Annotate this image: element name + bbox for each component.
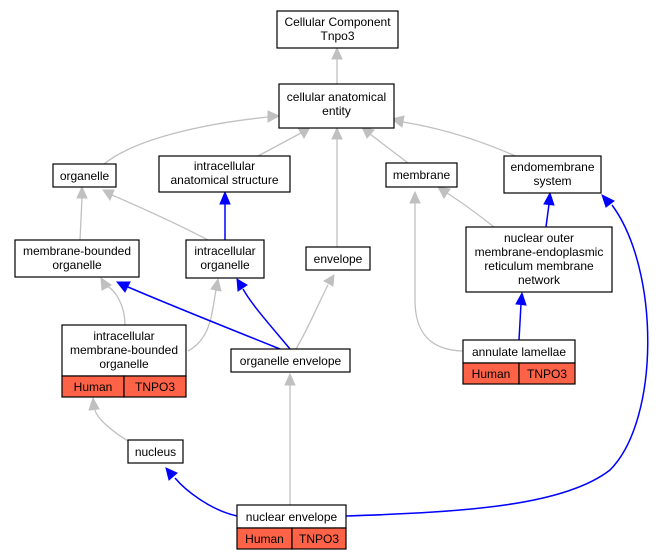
arrowhead [210,277,222,292]
edge-membrane-to-cae [369,133,409,164]
annotation-row-al: Human TNPO3 [462,362,576,385]
arrowhead [297,126,311,140]
node-cellular-anatomical-entity[interactable]: cellular anatomical entity [278,83,395,129]
edge-ne-to-endo [345,204,649,517]
node-label: envelope [314,252,363,266]
edge-endo-to-cae [402,121,521,159]
node-endomembrane-system[interactable]: endomembrane system [503,155,602,194]
annotation-cell-gene [123,375,187,398]
node-organelle[interactable]: organelle [52,163,117,188]
node-label: nuclear outer [504,231,574,245]
annotation-label: Human [245,532,284,546]
arrowhead [236,278,248,292]
node-label: membrane-bounded [70,343,178,357]
node-label: entity [322,104,351,118]
node-label: system [533,174,571,188]
arrowhead [323,274,335,287]
edge-oe-to-io [242,288,291,350]
edge-mbo-to-organelle [79,197,83,241]
annotation-label: Human [74,380,113,394]
edge-organelle-to-cae [103,116,269,165]
arrowhead [284,372,296,386]
edge-oe-to-mbo [127,286,281,350]
node-label: anatomical structure [170,173,278,187]
node-label: nuclear envelope [246,510,338,524]
edge-nomer-to-membrane [446,192,495,228]
arrowhead [100,276,112,291]
node-nuclear-envelope[interactable]: nuclear envelope [236,504,347,529]
node-label: membrane-endoplasmic [475,245,604,259]
node-label: membrane [393,168,451,182]
node-intracellular-membrane-bounded-organelle[interactable]: intracellular membrane-bounded organelle [61,324,187,377]
node-intracellular-organelle[interactable]: intracellular organelle [185,239,265,279]
node-nuclear-outer-membrane-er-network[interactable]: nuclear outer membrane-endoplasmic retic… [465,226,613,293]
node-label: organelle [60,169,110,183]
edge-imbo-to-io [187,289,217,352]
node-label: organelle [52,258,102,272]
edge-al-to-nomer [518,303,522,341]
annotation-label: TNPO3 [135,380,175,394]
node-intracellular-anatomical-structure[interactable]: intracellular anatomical structure [158,155,291,193]
annotation-label: Human [472,367,511,381]
arrowhead [115,281,131,293]
arrowhead [76,185,88,199]
arrowhead [331,46,343,60]
annotation-row-imbo: Human TNPO3 [61,375,187,398]
edge-nomer-to-endo [545,203,550,228]
node-label: organelle [200,258,250,272]
edge-ias-to-cae [257,132,302,157]
node-nucleus[interactable]: nucleus [127,439,184,464]
arrowhead [543,191,555,206]
node-label: organelle [99,357,149,371]
node-membrane-bounded-organelle[interactable]: membrane-bounded organelle [14,239,140,278]
arrowhead [331,126,343,140]
arrowhead [267,110,281,123]
node-label: intracellular [194,244,255,258]
edge-al-to-membrane [414,203,464,352]
node-label: intracellular [93,329,154,343]
node-label: endomembrane [510,160,594,174]
arrowhead [165,467,178,481]
edge-io-to-organelle [111,194,209,241]
node-label: Cellular Component [284,15,391,29]
node-label: membrane-bounded [23,244,131,258]
node-membrane[interactable]: membrane [385,162,458,188]
edges [76,46,649,517]
node-label: organelle envelope [240,354,342,368]
annotation-cell-gene [291,527,347,550]
arrowhead [390,115,405,128]
arrowhead [219,190,231,205]
node-label: Tnpo3 [320,29,354,43]
arrowhead [515,291,527,306]
arrowhead [601,194,615,208]
annotation-label: TNPO3 [299,532,339,546]
node-organelle-envelope[interactable]: organelle envelope [230,348,351,373]
annotation-row-ne: Human TNPO3 [236,527,347,550]
node-label: network [518,273,561,287]
node-label: intracellular [194,159,255,173]
arrowhead [409,190,421,204]
node-envelope[interactable]: envelope [305,246,371,271]
node-label: nucleus [135,445,176,459]
edge-ne-to-nucleus [174,477,238,517]
arrowhead [437,186,451,199]
arrowhead [88,396,100,411]
arrowhead [102,189,115,202]
edge-oe-to-envelope [295,284,329,350]
node-cellular-component[interactable]: Cellular Component Tnpo3 [276,10,399,49]
edge-nucleus-to-imbo [94,409,129,442]
node-label: reticulum membrane [484,259,594,273]
node-annulate-lamellae[interactable]: annulate lamellae [462,339,576,364]
annotation-cell-gene [518,362,576,385]
node-label: annulate lamellae [472,345,566,359]
node-label: cellular anatomical [287,90,386,104]
edge-imbo-to-mbo [106,285,126,326]
annotation-label: TNPO3 [527,367,567,381]
